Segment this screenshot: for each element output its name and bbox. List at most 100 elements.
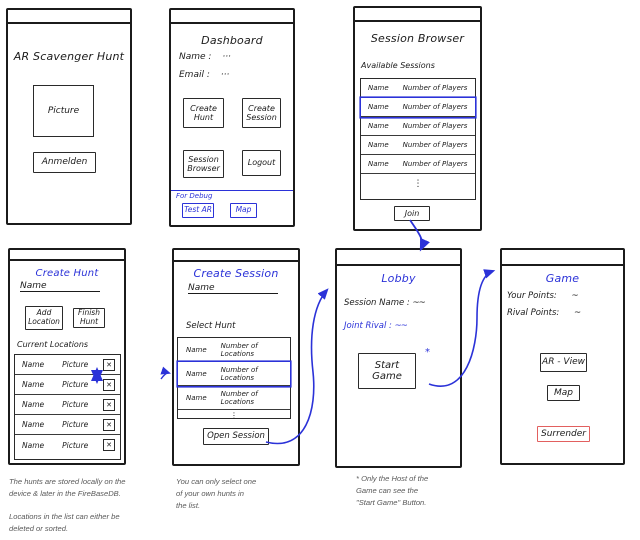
- joint-rival-value: ~~: [394, 321, 408, 331]
- location-row[interactable]: Name Picture ✕: [15, 435, 120, 455]
- location-picture-cell: Picture: [62, 360, 89, 369]
- create-hunt-button[interactable]: Create Hunt: [183, 98, 224, 128]
- map-button[interactable]: Map: [547, 385, 580, 401]
- lobby-titlebar: [337, 250, 460, 266]
- name-row: Name : ···: [179, 52, 231, 62]
- location-row[interactable]: Name Picture ✕: [15, 375, 120, 395]
- session-row[interactable]: Name Number of Players: [361, 155, 475, 174]
- more-rows-ellipsis: ⋮: [230, 410, 238, 420]
- your-points-label: Your Points:: [507, 291, 557, 301]
- location-name-cell: Name: [22, 400, 45, 409]
- session-players-cell: Number of Players: [402, 122, 468, 130]
- session-row-selected[interactable]: Name Number of Players: [361, 98, 475, 117]
- debug-map-button[interactable]: Map: [230, 203, 257, 218]
- rival-points-value: ~: [573, 308, 582, 318]
- email-value: ···: [220, 70, 230, 80]
- hunt-locations-cell: Number of Locations: [220, 389, 258, 406]
- create-session-title: Create Session: [193, 267, 279, 280]
- hunt-name-cell: Name: [186, 345, 207, 354]
- host-footnote-marker: *: [425, 347, 430, 358]
- session-name-cell: Name: [368, 84, 389, 92]
- location-name-cell: Name: [22, 360, 45, 369]
- name-label: Name :: [179, 52, 212, 62]
- delete-location-icon[interactable]: ✕: [103, 378, 115, 391]
- login-picture-placeholder: Picture: [33, 85, 94, 137]
- location-picture-cell: Picture: [62, 400, 89, 409]
- add-location-button[interactable]: Add Location: [25, 306, 63, 330]
- session-name-cell: Name: [368, 141, 389, 149]
- hunt-name-input[interactable]: Name: [20, 281, 100, 292]
- login-title: AR Scavenger Hunt: [13, 50, 125, 63]
- session-browser-title: Session Browser: [370, 32, 465, 45]
- hunt-locations-cell: Number of Locations: [220, 341, 258, 358]
- joint-rival-row: Joint Rival : ~~: [344, 321, 408, 331]
- screen-login: AR Scavenger Hunt Picture Anmelden: [6, 8, 132, 225]
- locations-table: Name Picture ✕ Name Picture ✕ Name Pictu…: [14, 354, 121, 460]
- delete-location-icon[interactable]: ✕: [103, 439, 115, 451]
- session-browser-button[interactable]: Session Browser: [183, 150, 224, 178]
- hunts-table: Name Number of Locations Name Number of …: [177, 337, 291, 420]
- finish-hunt-button[interactable]: Finish Hunt: [73, 308, 105, 328]
- session-browser-titlebar: [355, 8, 480, 22]
- joint-rival-label: Joint Rival :: [344, 321, 392, 331]
- current-locations-label: Current Locations: [17, 340, 89, 349]
- hunt-row-selected[interactable]: Name Number of Locations: [178, 362, 290, 386]
- screen-create-hunt: Create Hunt Name Add Location Finish Hun…: [8, 248, 126, 465]
- open-session-button[interactable]: Open Session: [203, 428, 269, 445]
- session-name-cell: Name: [368, 160, 389, 168]
- create-session-button[interactable]: Create Session: [242, 98, 281, 128]
- location-row[interactable]: Name Picture ✕: [15, 355, 120, 375]
- create-hunt-titlebar: [10, 250, 124, 261]
- join-button[interactable]: Join: [394, 206, 430, 221]
- hunt-locations-cell: Number of Locations: [220, 365, 258, 382]
- location-picture-cell: Picture: [62, 440, 89, 450]
- create-hunt-title: Create Hunt: [35, 268, 99, 279]
- session-players-cell: Number of Players: [402, 84, 468, 92]
- surrender-button[interactable]: Surrender: [537, 426, 590, 442]
- session-row[interactable]: Name Number of Players: [361, 136, 475, 155]
- test-ar-button[interactable]: Test AR: [182, 203, 214, 218]
- screen-session-browser: Session Browser Available Sessions Name …: [353, 6, 482, 231]
- email-row: Email : ···: [179, 70, 229, 80]
- signin-button[interactable]: Anmelden: [33, 152, 96, 173]
- delete-location-icon[interactable]: ✕: [103, 418, 115, 431]
- email-label: Email :: [179, 70, 210, 80]
- rival-points-row: Rival Points: ~: [507, 308, 581, 318]
- session-name-row: Session Name : ~~: [344, 298, 426, 308]
- session-name-value: ~~: [412, 298, 425, 308]
- screen-lobby: Lobby Session Name : ~~ Joint Rival : ~~…: [335, 248, 462, 468]
- session-players-cell: Number of Players: [402, 103, 468, 111]
- hunt-row[interactable]: Name Number of Locations: [178, 386, 290, 410]
- session-players-cell: Number of Players: [402, 160, 468, 168]
- lobby-title: Lobby: [381, 272, 416, 285]
- delete-location-icon[interactable]: ✕: [103, 398, 115, 411]
- game-titlebar: [502, 250, 623, 266]
- delete-location-icon[interactable]: ✕: [103, 358, 115, 371]
- screen-dashboard: Dashboard Name : ··· Email : ··· Create …: [169, 8, 295, 227]
- location-name-cell: Name: [22, 420, 45, 429]
- logout-button[interactable]: Logout: [242, 150, 281, 176]
- dashboard-titlebar: [171, 10, 293, 24]
- picture-label: Picture: [47, 106, 80, 116]
- ar-view-button[interactable]: AR - View: [540, 353, 587, 372]
- location-picture-cell: Picture: [62, 420, 89, 429]
- location-row[interactable]: Name Picture ✕: [15, 395, 120, 415]
- select-hunt-label: Select Hunt: [186, 321, 236, 331]
- dashboard-title: Dashboard: [201, 34, 263, 47]
- session-name-input[interactable]: Name: [188, 283, 278, 294]
- location-row[interactable]: Name Picture ✕: [15, 415, 120, 435]
- location-name-cell: Name: [22, 440, 45, 450]
- session-row[interactable]: Name Number of Players: [361, 79, 475, 98]
- hunt-name-cell: Name: [186, 369, 207, 378]
- start-game-button[interactable]: Start Game: [358, 353, 416, 389]
- login-titlebar: [8, 10, 130, 24]
- hunt-name-cell: Name: [186, 393, 207, 402]
- available-sessions-label: Available Sessions: [361, 61, 435, 70]
- rival-points-label: Rival Points:: [507, 308, 560, 318]
- note-host-only: * Only the Host of the Game can see the …: [356, 474, 429, 507]
- note-select-hunt: You can only select one of your own hunt…: [176, 477, 257, 510]
- your-points-row: Your Points: ~: [507, 291, 579, 301]
- session-name-cell: Name: [368, 103, 389, 111]
- hunt-row[interactable]: Name Number of Locations: [178, 338, 290, 362]
- session-row[interactable]: Name Number of Players: [361, 117, 475, 136]
